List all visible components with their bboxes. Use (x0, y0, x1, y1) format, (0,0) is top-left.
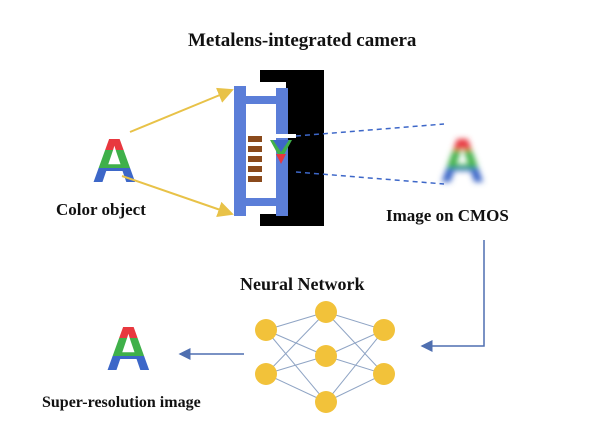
projection-line-bottom (295, 171, 445, 185)
flow-arrow-to-network (420, 240, 485, 352)
image-on-cmos-label: Image on CMOS (386, 206, 509, 225)
super-resolution-label: Super-resolution image (42, 394, 201, 411)
neuron-input-2 (255, 363, 277, 385)
light-ray-bottom (121, 175, 234, 217)
neuron-hidden-2 (315, 345, 337, 367)
metalens-stack (248, 136, 262, 182)
neuron-input-1 (255, 319, 277, 341)
cmos-blurred-letter (440, 132, 485, 186)
projection-line-top (295, 123, 445, 137)
neuron-output-1 (373, 319, 395, 341)
color-object-letter (92, 132, 137, 186)
super-resolution-letter (106, 320, 151, 374)
neuron-hidden-1 (315, 301, 337, 323)
color-object-label: Color object (56, 200, 146, 219)
network-neurons (255, 301, 395, 413)
neuron-hidden-3 (315, 391, 337, 413)
light-ray-top (129, 87, 234, 133)
diagram-title: Metalens-integrated camera (188, 30, 417, 51)
neural-network-label: Neural Network (240, 274, 365, 294)
neuron-output-2 (373, 363, 395, 385)
camera-housing (260, 70, 324, 226)
sensor-image (268, 134, 296, 164)
